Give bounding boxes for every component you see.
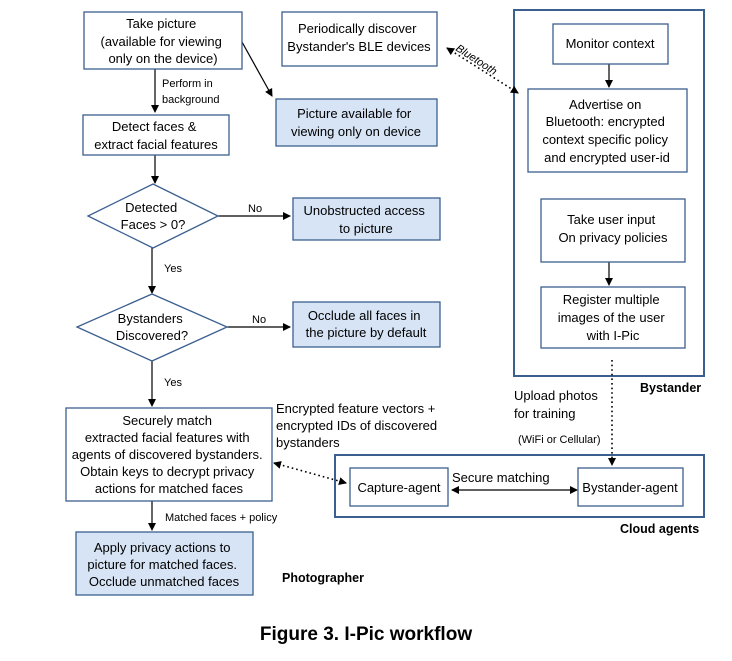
occlude-all-text: Occlude all faces in the picture by defa… xyxy=(306,308,427,340)
discover-ble-box xyxy=(281,11,438,67)
no-label-1: No xyxy=(248,203,262,215)
wifi-cellular-label: (WiFi or Cellular) xyxy=(518,434,601,446)
detect-faces-text: Detect faces & extract facial features xyxy=(94,119,218,152)
bystanders-discovered-text: Bystanders Discovered? xyxy=(116,311,188,343)
capture-agent-box xyxy=(349,467,449,507)
monitor-context-text: Monitor context xyxy=(566,36,655,51)
bystanders-discovered-diamond xyxy=(75,293,229,362)
edge-encrypted-vectors xyxy=(273,461,347,485)
monitor-context-box xyxy=(552,23,669,65)
discover-ble-text: Periodically discover Bystander's BLE de… xyxy=(287,21,431,54)
picture-available-box xyxy=(275,98,438,147)
advertise-box xyxy=(527,88,688,173)
photographer-group-label: Photographer xyxy=(282,571,364,585)
apply-privacy-box xyxy=(75,531,254,596)
bystander-agent-text: Bystander-agent xyxy=(582,480,678,495)
upload-photos-label: Upload photos for training xyxy=(514,388,601,421)
matched-policy-label: Matched faces + policy xyxy=(165,512,278,524)
edge-take-to-available xyxy=(241,41,273,97)
user-input-box xyxy=(540,198,686,263)
bystander-frame xyxy=(513,9,705,377)
apply-privacy-text: Apply privacy actions to picture for mat… xyxy=(87,540,240,589)
register-images-box xyxy=(540,286,686,349)
register-images-text: Register multiple images of the user wit… xyxy=(558,292,669,343)
detected-faces-diamond xyxy=(86,183,220,249)
perform-background-label: Perform in background xyxy=(162,78,220,106)
yes-label-2: Yes xyxy=(164,377,182,389)
cloud-agents-frame xyxy=(334,454,705,518)
no-label-2: No xyxy=(252,314,266,326)
occlude-all-box xyxy=(292,301,441,348)
detect-faces-box xyxy=(82,114,230,156)
take-picture-box xyxy=(83,11,243,70)
secure-matching-label: Secure matching xyxy=(452,470,550,485)
picture-available-text: Picture available for viewing only on de… xyxy=(291,106,421,139)
securely-match-box xyxy=(65,407,273,502)
securely-match-text: Securely match extracted facial features… xyxy=(72,413,266,496)
edge-bluetooth xyxy=(446,47,519,94)
unobstructed-text: Unobstructed access to picture xyxy=(303,203,428,236)
user-input-text: Take user input On privacy policies xyxy=(558,212,668,245)
detected-faces-text: Detected Faces > 0? xyxy=(121,200,186,232)
cloud-agents-group-label: Cloud agents xyxy=(620,522,699,536)
encrypted-vectors-label: Encrypted feature vectors + encrypted ID… xyxy=(276,401,441,450)
unobstructed-box xyxy=(292,197,441,241)
yes-label-1: Yes xyxy=(164,263,182,275)
capture-agent-text: Capture-agent xyxy=(357,480,440,495)
figure-caption: Figure 3. I-Pic workflow xyxy=(260,624,472,645)
bystander-agent-box xyxy=(577,467,684,507)
take-picture-text: Take picture (available for viewing only… xyxy=(100,16,225,66)
bystander-group-label: Bystander xyxy=(640,381,701,395)
advertise-text: Advertise on Bluetooth: encrypted contex… xyxy=(542,97,671,165)
bluetooth-label: Bluetooth xyxy=(453,42,499,77)
